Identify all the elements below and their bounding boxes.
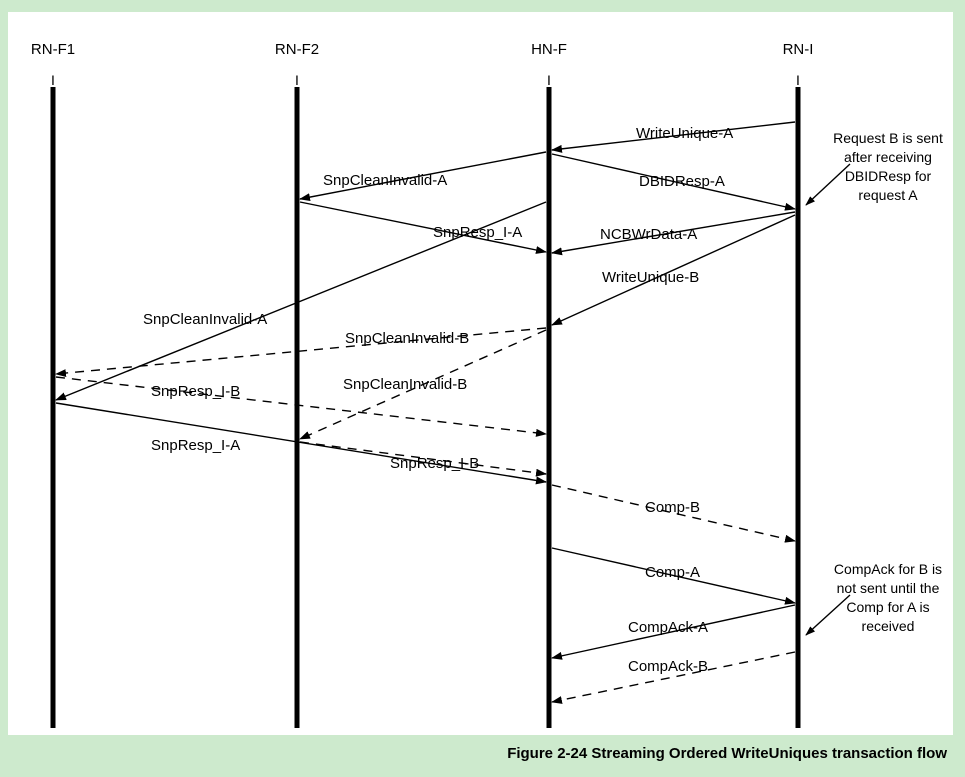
message-label: SnpResp_I-A	[433, 224, 522, 241]
message-arrow	[299, 151, 547, 202]
lifelines-group: RN-F1I RN-F2I HN-F I RN-I I	[31, 41, 814, 728]
lifeline-state-rn-f2: I	[295, 72, 299, 88]
message-arrow	[551, 547, 796, 605]
sequence-diagram: RN-F1I RN-F2I HN-F I RN-I I WriteUnique-A SnpC…	[31, 41, 943, 728]
lifeline-header-hn-f: HN-F	[531, 41, 567, 58]
message-label: SnpCleanInvalid-B	[345, 330, 469, 347]
message-arrow	[299, 329, 547, 440]
message-label: WriteUnique-B	[602, 269, 699, 286]
message-m12: SnpResp_I-A	[55, 402, 547, 485]
message-m11: SnpResp_I-B	[299, 441, 547, 477]
message-arrow	[55, 376, 547, 437]
message-m14: Comp-A	[551, 547, 796, 605]
lifeline-state-rn-f1: I	[51, 72, 55, 88]
message-arrow	[551, 121, 796, 153]
message-m3: DBIDResp-A	[551, 153, 796, 211]
message-label: SnpCleanInvalid-A	[323, 172, 447, 189]
message-arrow	[299, 201, 547, 254]
message-label: Comp-A	[645, 564, 700, 581]
message-label: DBIDResp-A	[639, 173, 725, 190]
message-label: SnpCleanInvalid-A	[143, 311, 267, 328]
message-label: SnpResp_I-A	[151, 437, 240, 454]
message-m2: SnpCleanInvalid-A	[299, 151, 547, 202]
message-arrow	[551, 211, 796, 256]
message-m16: CompAck-B	[551, 651, 796, 704]
message-arrow	[55, 201, 547, 401]
note-leader-arrow	[805, 594, 851, 636]
message-arrow	[551, 153, 796, 211]
message-m8: SnpCleanInvalid-B	[55, 327, 547, 378]
message-label: WriteUnique-A	[636, 125, 733, 142]
message-arrow	[551, 214, 796, 326]
messages-group: WriteUnique-A SnpCleanInvalid-A DBIDResp-A…	[55, 121, 796, 704]
message-m5: NCBWrData-A	[551, 211, 796, 256]
message-m7: SnpCleanInvalid-A	[55, 201, 547, 401]
message-label: SnpCleanInvalid-B	[343, 376, 467, 393]
lifeline-header-rn-f2: RN-F2	[275, 41, 319, 58]
message-label: CompAck-B	[628, 658, 708, 675]
message-arrow	[551, 604, 796, 660]
message-label: CompAck-A	[628, 619, 708, 636]
note-leader-arrow	[805, 163, 851, 206]
message-m1: WriteUnique-A	[551, 121, 796, 153]
lifeline-state-rn-i: I	[796, 72, 800, 88]
lifeline-state-hn-f: I	[547, 72, 551, 88]
message-m6: WriteUnique-B	[551, 214, 796, 326]
message-m13: Comp-B	[551, 484, 796, 543]
message-m9: SnpCleanInvalid-B	[299, 329, 547, 440]
message-label: SnpResp_I-B	[151, 383, 240, 400]
lifeline-header-rn-f1: RN-F1	[31, 41, 75, 58]
message-label: Comp-B	[645, 499, 700, 516]
message-m10: SnpResp_I-B	[55, 376, 547, 437]
message-label: NCBWrData-A	[600, 226, 697, 243]
message-arrow	[55, 327, 547, 378]
lifeline-header-rn-i: RN-I	[783, 41, 814, 58]
figure-caption: Figure 2-24 Streaming Ordered WriteUniqu…	[507, 745, 947, 762]
message-m15: CompAck-A	[551, 604, 796, 660]
message-arrow	[55, 402, 547, 485]
message-m4: SnpResp_I-A	[299, 201, 547, 254]
